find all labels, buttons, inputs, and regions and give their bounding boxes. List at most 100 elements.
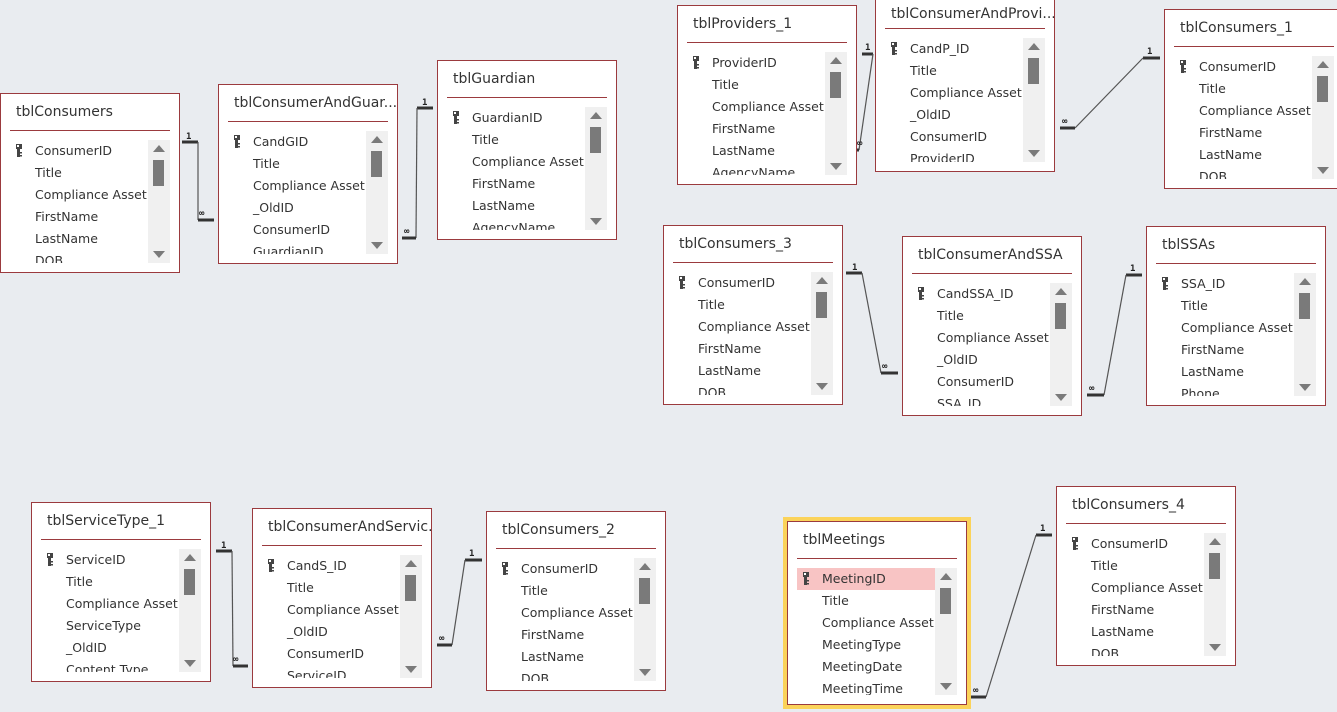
scroll-down-arrow-icon[interactable] (1299, 384, 1311, 391)
field-row[interactable]: CandS_ID (262, 555, 400, 577)
vertical-scrollbar[interactable] (1294, 273, 1316, 396)
field-row[interactable]: Title (262, 577, 400, 599)
vertical-scrollbar[interactable] (1023, 38, 1045, 162)
vertical-scrollbar[interactable] (634, 558, 656, 681)
table-title[interactable]: tblConsumerAndSSA (918, 247, 1063, 263)
field-row[interactable]: FirstName (673, 338, 811, 360)
scroll-down-arrow-icon[interactable] (1209, 644, 1221, 651)
scroll-down-arrow-icon[interactable] (1028, 150, 1040, 157)
relationship-line[interactable]: 1∞ (971, 524, 1052, 699)
field-row[interactable]: Compliance Asset I (673, 316, 811, 338)
scroll-thumb[interactable] (1299, 293, 1310, 319)
vertical-scrollbar[interactable] (1050, 283, 1072, 406)
scroll-thumb[interactable] (1317, 76, 1328, 102)
scroll-thumb[interactable] (940, 588, 951, 614)
scroll-down-arrow-icon[interactable] (1317, 167, 1329, 174)
field-row[interactable]: ConsumerID (10, 140, 148, 162)
field-row[interactable]: ConsumerID (228, 219, 366, 241)
vertical-scrollbar[interactable] (935, 568, 957, 695)
field-row[interactable]: ServiceType (41, 615, 179, 637)
field-row[interactable]: FirstName (1174, 122, 1312, 144)
field-row[interactable]: FirstName (10, 206, 148, 228)
vertical-scrollbar[interactable] (585, 107, 607, 230)
field-row[interactable]: Title (1066, 555, 1204, 577)
field-row[interactable]: Title (496, 580, 634, 602)
relationship-line[interactable]: 1∞ (216, 541, 248, 668)
scroll-up-arrow-icon[interactable] (184, 554, 196, 561)
join-line[interactable] (861, 272, 882, 374)
scroll-up-arrow-icon[interactable] (816, 277, 828, 284)
scroll-thumb[interactable] (1055, 303, 1066, 329)
table-title[interactable]: tblSSAs (1162, 237, 1216, 253)
field-row[interactable]: FirstName (687, 118, 825, 140)
table-title[interactable]: tblConsumers_4 (1072, 497, 1185, 513)
field-row[interactable]: MeetingType (797, 634, 935, 656)
field-row[interactable]: Compliance Asset I (1066, 577, 1204, 599)
field-row[interactable]: LastName (687, 140, 825, 162)
field-row[interactable]: Title (673, 294, 811, 316)
scroll-up-arrow-icon[interactable] (830, 57, 842, 64)
field-row[interactable]: ProviderID (885, 148, 1023, 162)
field-row[interactable]: _OldID (41, 637, 179, 659)
scroll-up-arrow-icon[interactable] (405, 560, 417, 567)
scroll-up-arrow-icon[interactable] (1209, 538, 1221, 545)
field-row[interactable]: Content Type (41, 659, 179, 672)
field-row[interactable]: LastName (1174, 144, 1312, 166)
field-row[interactable]: AgencyName (687, 162, 825, 175)
scroll-down-arrow-icon[interactable] (405, 666, 417, 673)
field-row[interactable]: Compliance Asset I (797, 612, 935, 634)
table-title[interactable]: tblProviders_1 (693, 16, 793, 32)
vertical-scrollbar[interactable] (825, 52, 847, 175)
vertical-scrollbar[interactable] (148, 140, 170, 263)
vertical-scrollbar[interactable] (1204, 533, 1226, 656)
scroll-down-arrow-icon[interactable] (1055, 394, 1067, 401)
table-title[interactable]: tblConsumers_1 (1180, 20, 1293, 36)
vertical-scrollbar[interactable] (400, 555, 422, 678)
field-row[interactable]: _OldID (228, 197, 366, 219)
field-row[interactable]: LastName (447, 195, 585, 217)
scroll-up-arrow-icon[interactable] (940, 573, 952, 580)
field-row[interactable]: ServiceID (262, 665, 400, 678)
field-row[interactable]: _OldID (912, 349, 1050, 371)
field-row[interactable]: LastName (1156, 361, 1294, 383)
field-row[interactable]: ConsumerID (1174, 56, 1312, 78)
field-row[interactable]: FirstName (1066, 599, 1204, 621)
relationship-line[interactable]: 1∞ (182, 132, 214, 222)
field-row[interactable]: Phone (1156, 383, 1294, 396)
table-title[interactable]: tblConsumerAndServic... (268, 519, 431, 535)
field-row[interactable]: Title (1174, 78, 1312, 100)
field-row[interactable]: Title (10, 162, 148, 184)
field-row[interactable]: ProviderID (687, 52, 825, 74)
field-row[interactable]: LastName (496, 646, 634, 668)
relationship-line[interactable]: 1∞ (857, 43, 874, 152)
scroll-down-arrow-icon[interactable] (153, 251, 165, 258)
join-line[interactable] (415, 107, 418, 239)
field-row[interactable]: Title (1156, 295, 1294, 317)
scroll-down-arrow-icon[interactable] (816, 383, 828, 390)
vertical-scrollbar[interactable] (811, 272, 833, 395)
table-title[interactable]: tblConsumerAndProvi... (891, 6, 1054, 22)
field-row[interactable]: Compliance Asset I (1156, 317, 1294, 339)
relationship-line[interactable]: 1∞ (402, 98, 433, 240)
field-row[interactable]: ConsumerID (262, 643, 400, 665)
scroll-thumb[interactable] (830, 72, 841, 98)
field-row[interactable]: LastName (673, 360, 811, 382)
field-row[interactable]: CandGID (228, 131, 366, 153)
